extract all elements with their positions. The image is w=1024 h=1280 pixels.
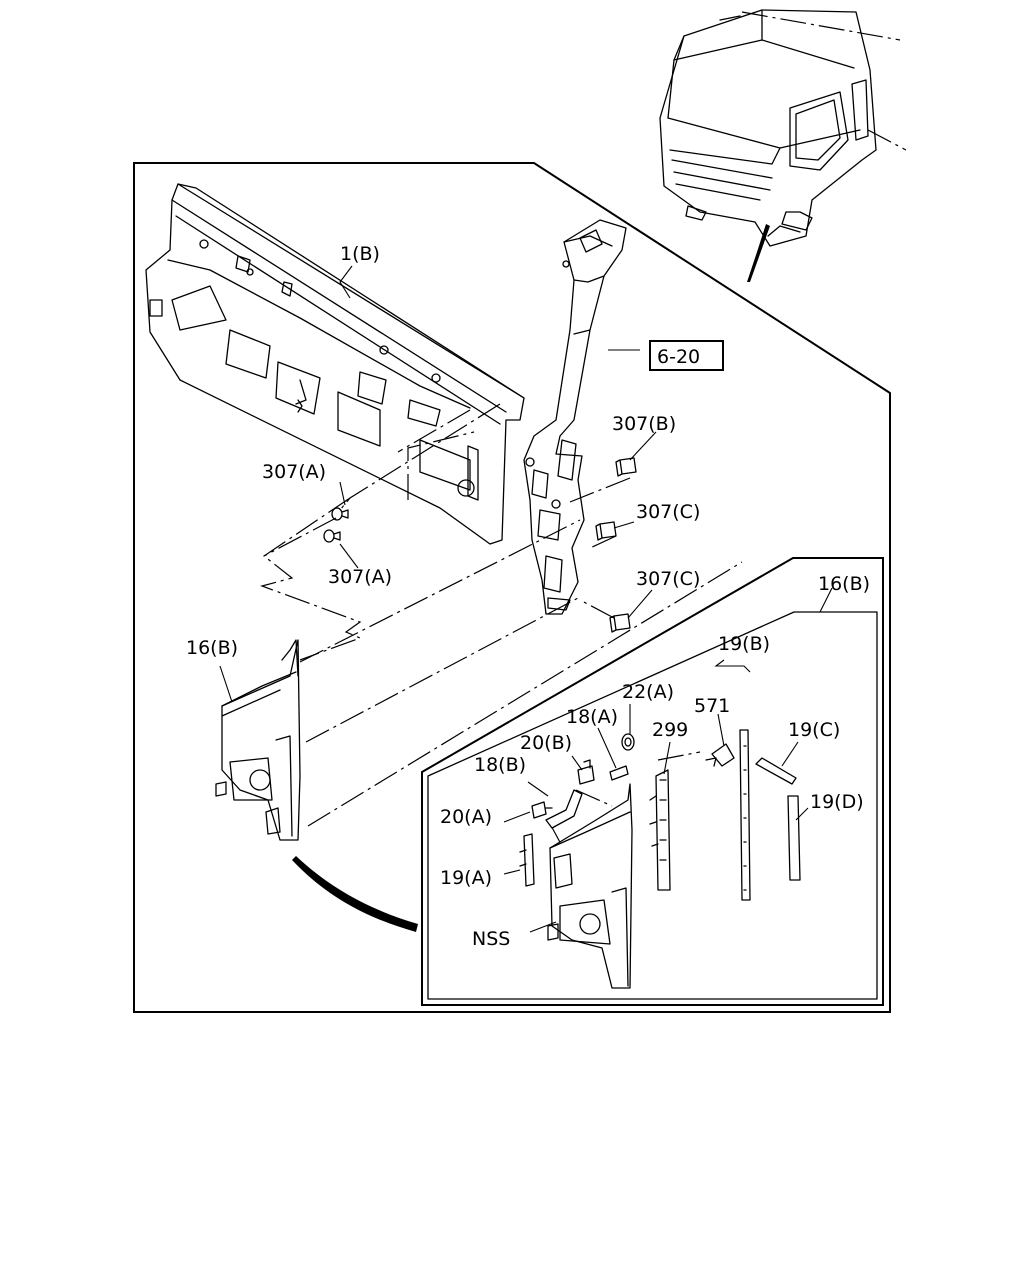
screw-20b-part	[577, 759, 595, 785]
label-grommet-22a: 22(A)	[622, 681, 674, 703]
label-clip-307a-upper: 307(A)	[262, 461, 326, 483]
label-clip-307b: 307(B)	[612, 413, 676, 435]
bracket-571-part	[705, 743, 735, 767]
truck-cab-illustration	[659, 9, 907, 247]
clip-20a-part	[531, 801, 553, 819]
seal-19b-part	[739, 729, 751, 901]
locator-arrow-bottom	[292, 856, 418, 932]
cowl-panel-part	[145, 183, 525, 545]
seal-19d-part	[787, 795, 801, 881]
label-seal-19b: 19(B)	[718, 633, 770, 655]
label-piece-18a: 18(A)	[566, 706, 618, 728]
ref-box-frame	[649, 340, 724, 371]
clip-307a-upper	[331, 507, 349, 521]
clip-307b	[615, 457, 637, 477]
side-pillar-part	[523, 219, 627, 615]
locator-arrow-top	[747, 224, 770, 282]
label-clip-307c-lower: 307(C)	[636, 568, 700, 590]
label-screw-20b: 20(B)	[520, 732, 572, 754]
label-seal-19a: 19(A)	[440, 867, 492, 889]
leader-lines	[219, 265, 833, 933]
label-clip-307c-upper: 307(C)	[636, 501, 700, 523]
garnish-16b-left	[215, 639, 301, 841]
label-cowl-panel: 1(B)	[340, 243, 380, 265]
detail-frame-inner	[427, 611, 878, 1000]
label-ref-box: 6-20	[657, 346, 700, 368]
label-bracket-571: 571	[694, 695, 730, 717]
seal-19a-part	[519, 833, 535, 887]
main-frame	[133, 162, 891, 1013]
clip-307a-lower	[323, 529, 341, 543]
grommet-22a-part	[621, 733, 635, 751]
garnish-nss-part	[547, 783, 633, 989]
detail-frame-outer	[421, 557, 884, 1006]
piece-18b-part	[545, 789, 583, 829]
label-piece-18b: 18(B)	[474, 754, 526, 776]
label-seal-19d: 19(D)	[810, 791, 864, 813]
label-nss: NSS	[472, 928, 510, 950]
label-seal-19c: 19(C)	[788, 719, 840, 741]
piece-18a-part	[609, 765, 629, 781]
label-clip-307a-lower: 307(A)	[328, 566, 392, 588]
seal-19c-part	[755, 757, 797, 785]
label-part-299: 299	[652, 719, 688, 741]
assembly-centerlines	[260, 403, 743, 847]
label-garnish-left: 16(B)	[186, 637, 238, 659]
label-garnish-detail: 16(B)	[818, 573, 870, 595]
bracket-299-part	[649, 769, 671, 891]
label-clip-20a: 20(A)	[440, 806, 492, 828]
clip-307c-lower	[609, 613, 631, 633]
